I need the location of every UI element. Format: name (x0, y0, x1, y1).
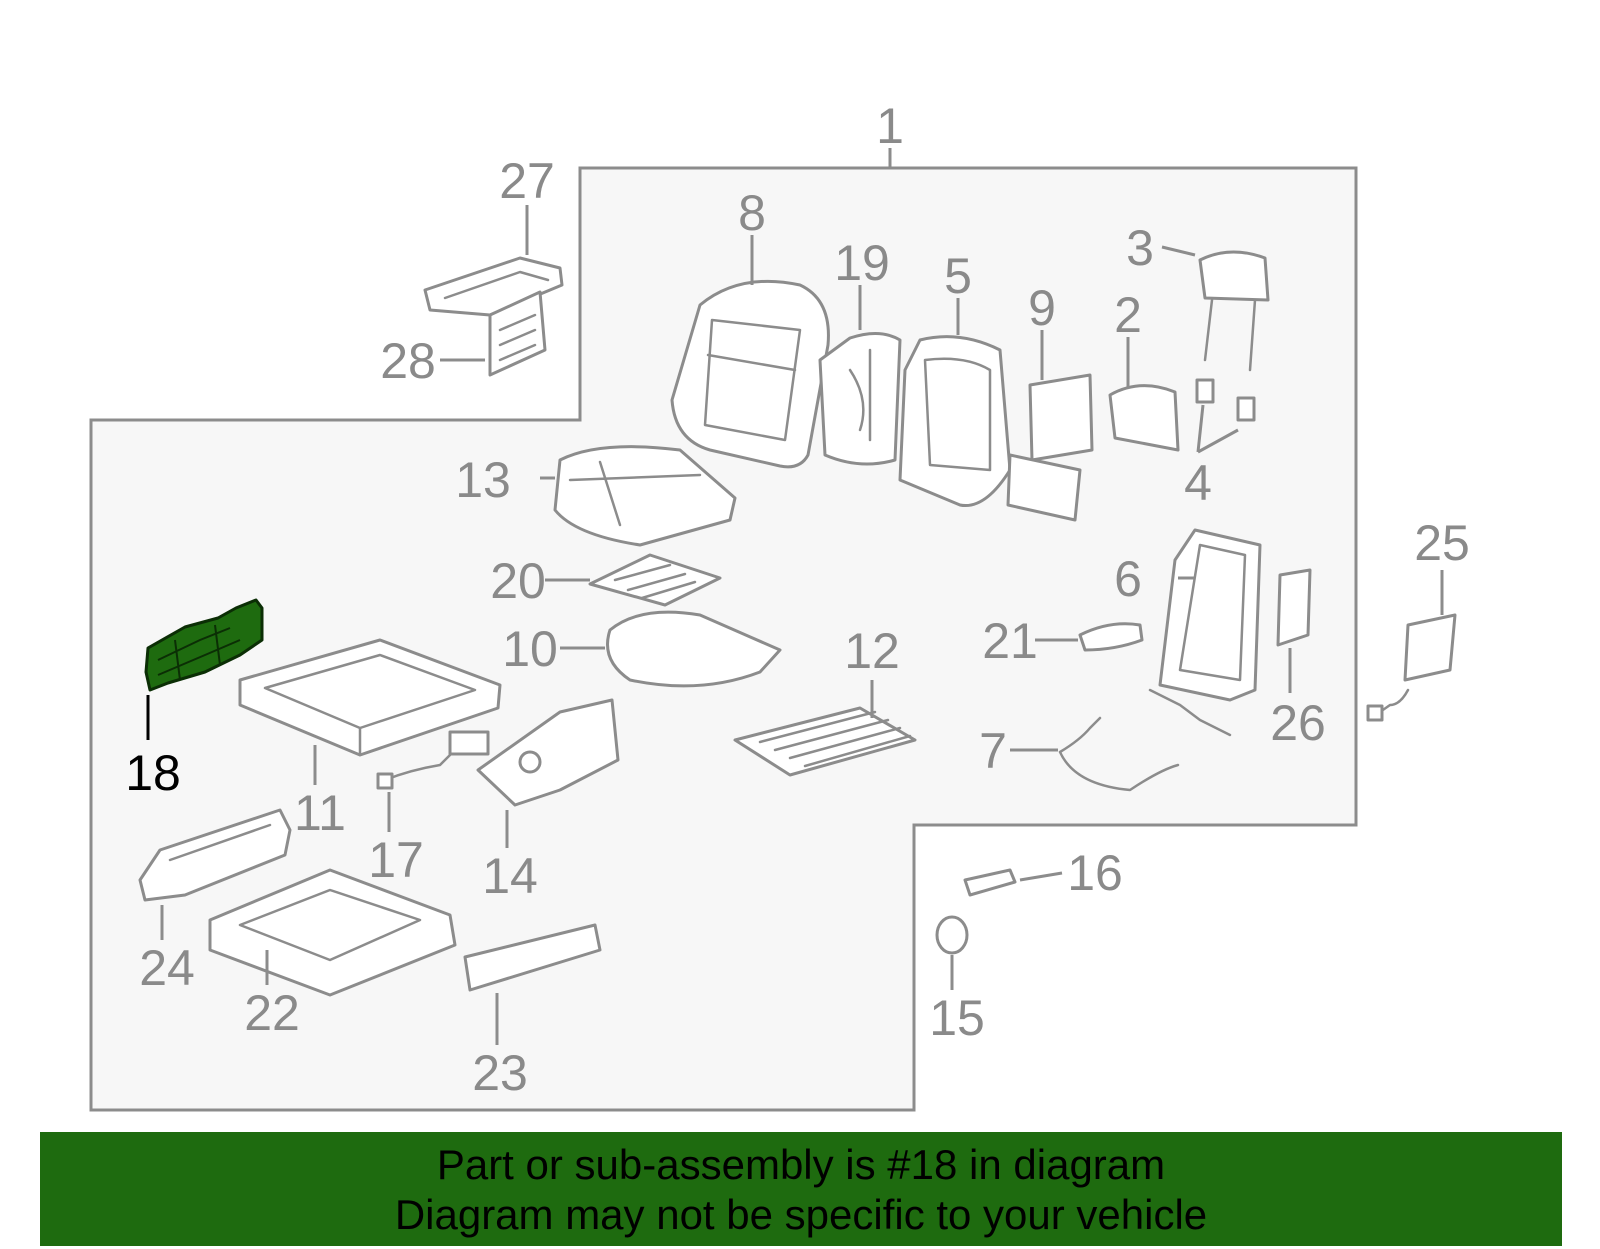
info-banner: Part or sub-assembly is #18 in diagram D… (40, 1132, 1562, 1246)
part-22-seat-adjuster[interactable] (208, 868, 457, 997)
part-20-heater-element[interactable] (588, 553, 722, 607)
part-28-console-bracket[interactable] (488, 290, 547, 377)
part-11-cushion-frame[interactable] (238, 638, 502, 757)
callout-14: 14 (482, 848, 538, 904)
part-15-knob[interactable] (935, 915, 969, 955)
callout-17: 17 (368, 832, 424, 888)
part-23-outer-trim[interactable] (463, 923, 602, 992)
part-8-seatback-cover[interactable] (670, 279, 830, 469)
callout-4: 4 (1184, 455, 1212, 511)
part-10-cushion-pad[interactable] (606, 610, 782, 688)
callout-27: 27 (499, 153, 555, 209)
part-3-headrest[interactable] (1198, 250, 1270, 372)
callout-2: 2 (1114, 287, 1142, 343)
callout-16: 16 (1067, 845, 1123, 901)
callout-15: 15 (929, 990, 985, 1046)
part-2-headrest-cover[interactable] (1108, 384, 1180, 452)
callout-24: 24 (139, 940, 195, 996)
part-21-lumbar[interactable] (1078, 622, 1144, 652)
callout-5: 5 (944, 248, 972, 304)
callout-23: 23 (472, 1045, 528, 1101)
callout-7: 7 (979, 723, 1007, 779)
callout-11: 11 (294, 785, 346, 841)
callout-6: 6 (1114, 551, 1142, 607)
part-24-track-cover[interactable] (138, 808, 292, 902)
part-19-seatback-pad[interactable] (818, 332, 902, 466)
callout-20: 20 (490, 553, 546, 609)
part-9-back-panel[interactable] (1006, 373, 1094, 522)
part-16-bracket[interactable] (963, 868, 1017, 897)
callout-26: 26 (1270, 695, 1326, 751)
callout-labels: 1 27 28 8 19 5 9 2 3 4 13 20 10 12 6 21 … (125, 98, 1470, 1101)
part-4-headrest-guides[interactable] (1195, 378, 1256, 422)
callout-8: 8 (738, 185, 766, 241)
part-25-side-airbag[interactable] (1366, 613, 1457, 722)
callout-25: 25 (1414, 515, 1470, 571)
part-6-seatback-frame[interactable] (1148, 528, 1262, 737)
callout-10: 10 (502, 621, 558, 677)
callout-9: 9 (1028, 280, 1056, 336)
banner-line-2: Diagram may not be specific to your vehi… (394, 1191, 1208, 1238)
part-13-cushion-cover[interactable] (553, 445, 737, 547)
part-26-side-panel[interactable] (1276, 568, 1312, 647)
callout-1: 1 (876, 98, 904, 154)
callout-13: 13 (455, 452, 511, 508)
callout-21: 21 (982, 613, 1038, 669)
leader-lines (146, 148, 1444, 1045)
part-12-spring-mat[interactable] (733, 706, 917, 777)
part-18-side-panel-highlighted[interactable] (144, 598, 264, 692)
part-14-side-shield[interactable] (476, 698, 620, 807)
callout-18-highlighted: 18 (125, 745, 181, 801)
callout-22: 22 (244, 985, 300, 1041)
part-7-wire-harness[interactable] (1058, 716, 1180, 792)
part-5-seatback-frame-pad[interactable] (898, 335, 1012, 508)
callout-12: 12 (844, 623, 900, 679)
banner-line-1: Part or sub-assembly is #18 in diagram (436, 1141, 1166, 1188)
part-27-console-top[interactable] (423, 256, 564, 317)
callout-19: 19 (834, 235, 890, 291)
callout-28: 28 (380, 333, 436, 389)
part-17-connector[interactable] (376, 730, 490, 790)
callout-3: 3 (1126, 220, 1154, 276)
